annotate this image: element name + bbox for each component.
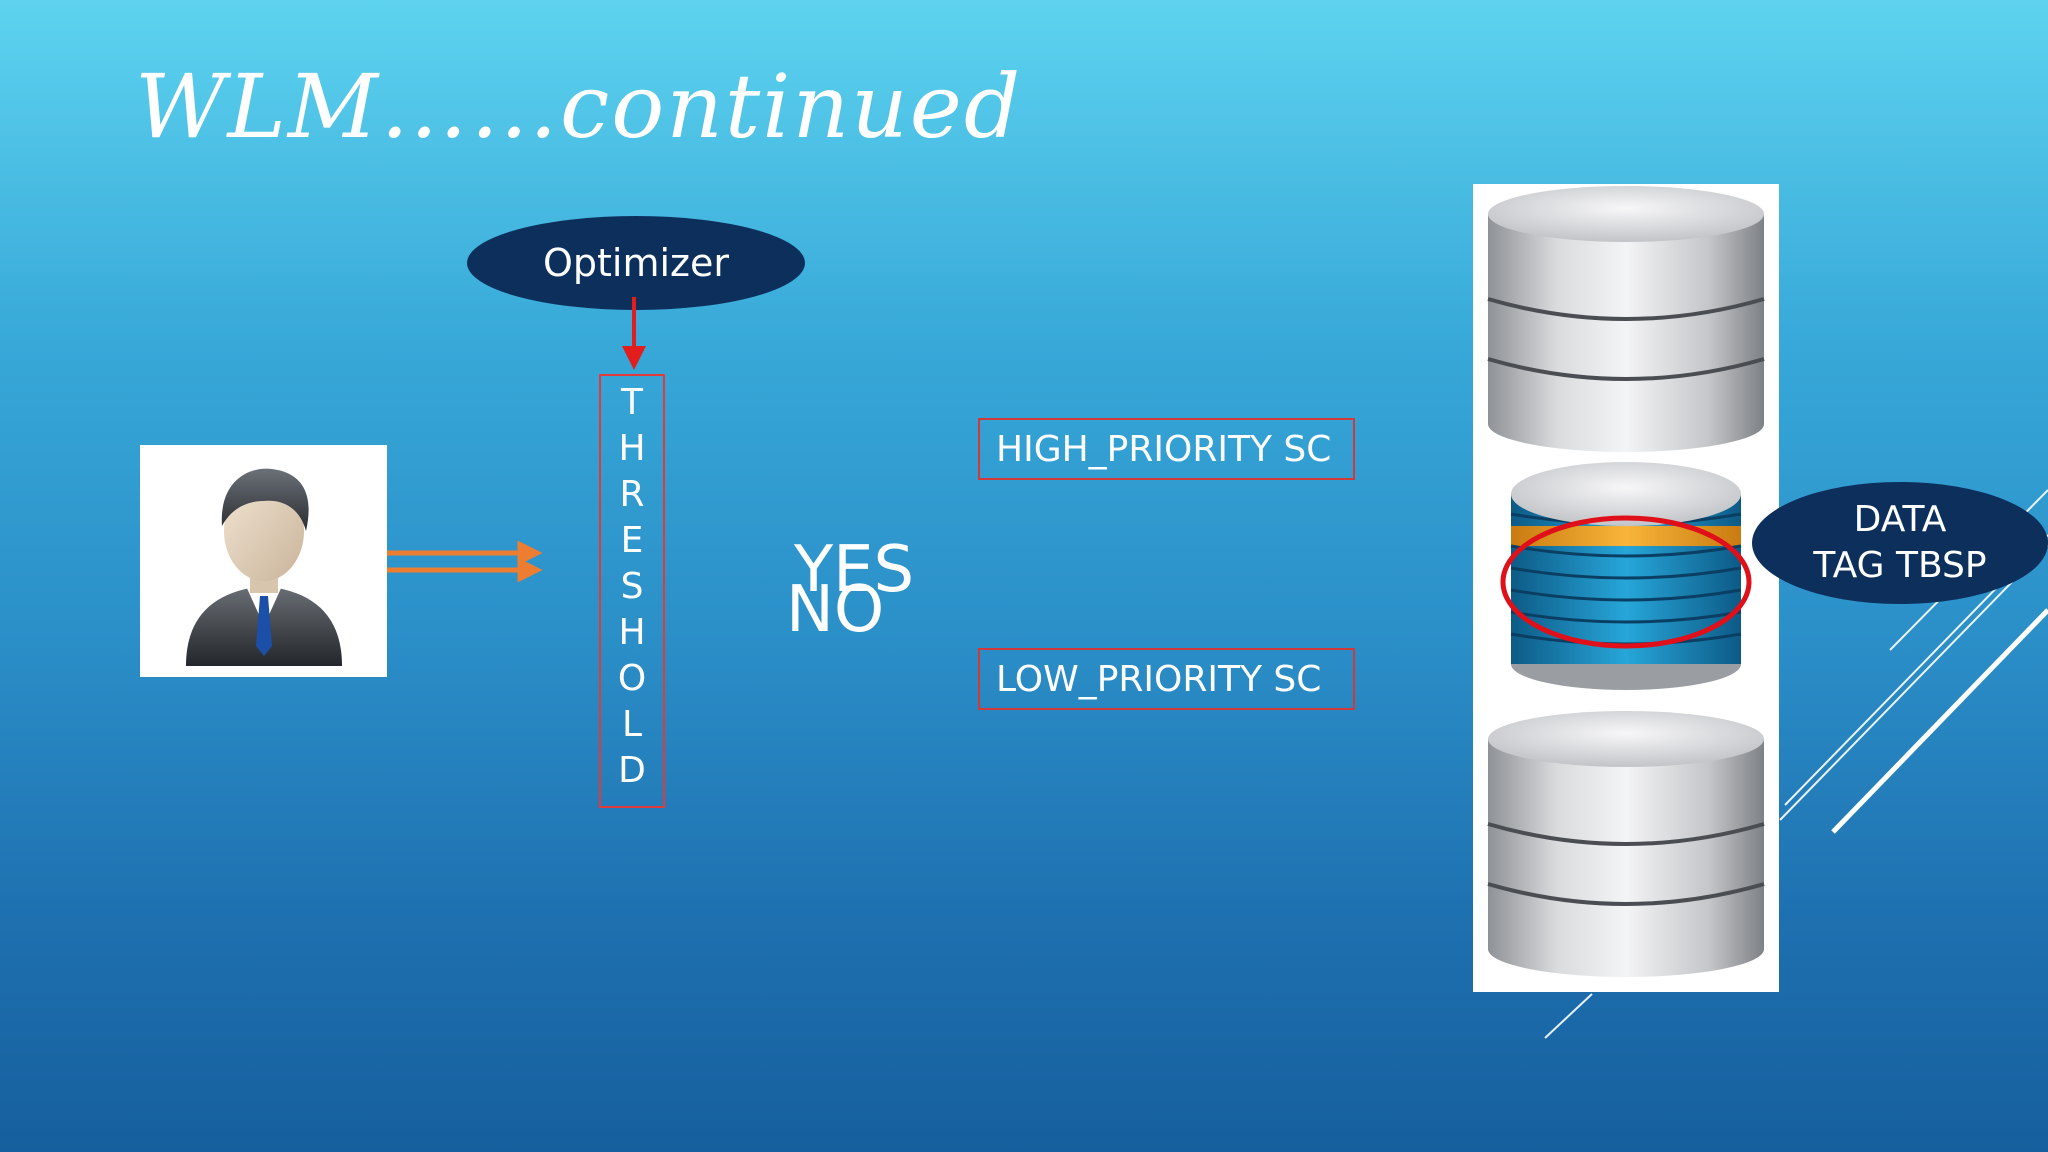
threshold-letter: L xyxy=(621,704,643,745)
data-tag-ellipse: DATA TAG TBSP xyxy=(1752,482,2048,604)
highlight-ring xyxy=(1500,515,1752,649)
low-priority-label: LOW_PRIORITY SC xyxy=(996,658,1322,700)
optimizer-ellipse: Optimizer xyxy=(467,216,805,310)
threshold-box: T H R E S H O L D xyxy=(599,374,665,808)
threshold-letter: R xyxy=(619,474,645,515)
optimizer-label: Optimizer xyxy=(542,241,729,285)
database-icon xyxy=(1487,711,1765,977)
decision-yes: YES xyxy=(794,533,915,607)
threshold-letter: H xyxy=(618,428,646,469)
threshold-letter: O xyxy=(617,658,647,699)
threshold-letter: T xyxy=(621,382,643,423)
threshold-letter: D xyxy=(618,750,646,791)
threshold-letter: S xyxy=(620,566,644,607)
decision-no: NO xyxy=(786,573,885,647)
data-tag-line-2: TAG TBSP xyxy=(1813,545,1987,586)
high-priority-label: HIGH_PRIORITY SC xyxy=(996,428,1332,470)
database-icon xyxy=(1487,186,1765,452)
user-picture xyxy=(140,445,387,677)
threshold-letter: H xyxy=(618,612,646,653)
businessman-icon xyxy=(185,468,342,666)
low-priority-service-class: LOW_PRIORITY SC xyxy=(978,648,1355,710)
high-priority-service-class: HIGH_PRIORITY SC xyxy=(978,418,1355,480)
data-tag-line-1: DATA xyxy=(1853,499,1947,540)
database-stack-picture xyxy=(1473,184,1779,992)
colored-database-icon xyxy=(1500,462,1752,690)
slide-title: WLM……continued xyxy=(135,55,1023,158)
threshold-letter: E xyxy=(620,520,644,561)
